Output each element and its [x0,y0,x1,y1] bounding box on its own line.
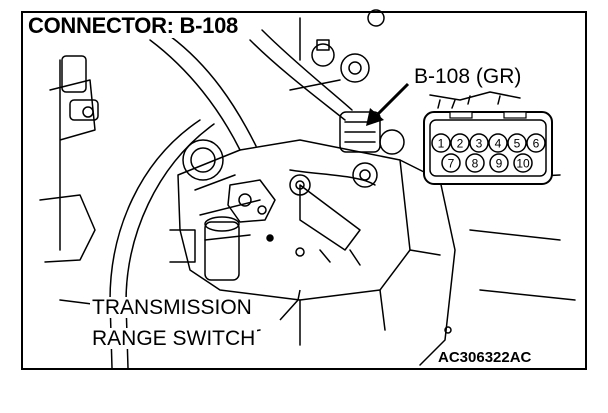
connector-pin-label: 5 [514,137,521,151]
connector-pin-label: 8 [472,157,479,171]
connector-pin-2 [450,133,470,153]
connector-pin-label: 6 [533,137,540,151]
connector-pin-5 [507,133,527,153]
connector-pin-label: 3 [476,137,483,151]
connector-pin-9 [489,153,509,173]
connector-code-label: B-108 (GR) [412,65,524,88]
connector-callout-arrow [366,82,410,126]
connector-pin-label: 9 [496,157,503,171]
connector-pin-7 [441,153,461,173]
connector-pin-3 [469,133,489,153]
connector-pin-label: 4 [495,137,502,151]
connector-pin-8 [465,153,485,173]
transmission-illustration [39,9,576,369]
connector-pin-4 [488,133,508,153]
connector-pin-1 [431,133,451,153]
connector-pin-label: 10 [516,157,530,171]
connector-pin-label: 1 [438,137,445,151]
connector-pin-10 [513,153,533,173]
component-label-line2: RANGE SWITCH [90,327,258,350]
component-label-line1: TRANSMISSION [90,296,254,319]
connector-pin-6 [526,133,546,153]
switch-leader-line [279,289,301,321]
connector-pin-label: 7 [448,157,455,171]
connector-pin-label: 2 [457,137,464,151]
connector-title: CONNECTOR: B-108 [28,15,241,38]
figure-reference-code: AC306322AC [437,349,533,366]
